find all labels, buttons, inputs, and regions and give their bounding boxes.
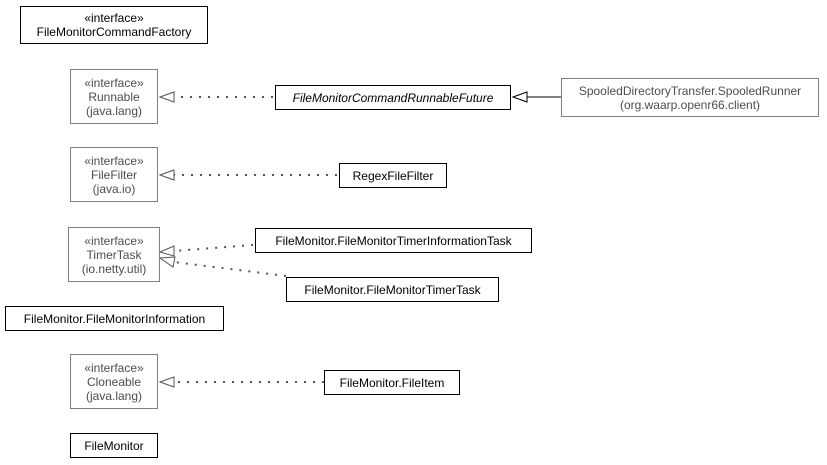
stereotype-label: «interface» bbox=[84, 153, 144, 168]
class-name: RegexFileFilter bbox=[352, 168, 434, 183]
node-timer-information-task[interactable]: FileMonitor.FileMonitorTimerInformationT… bbox=[255, 228, 532, 253]
package-label: (java.io) bbox=[92, 181, 136, 196]
node-file-item[interactable]: FileMonitor.FileItem bbox=[324, 370, 460, 395]
class-name: FileMonitor.FileMonitorTimerInformationT… bbox=[275, 233, 512, 248]
class-name: FileMonitor bbox=[84, 438, 144, 453]
stereotype-label: «interface» bbox=[84, 360, 144, 375]
node-regex-file-filter[interactable]: RegexFileFilter bbox=[339, 163, 447, 188]
class-name: FileMonitor.FileMonitorTimerTask bbox=[304, 282, 481, 297]
arrowhead-future bbox=[511, 91, 528, 103]
node-timer-task[interactable]: «interface» TimerTask (io.netty.util) bbox=[68, 227, 160, 282]
class-name: FileFilter bbox=[90, 167, 137, 182]
class-name: FileMonitorCommandRunnableFuture bbox=[292, 90, 494, 105]
edge-infotask-to-timertask bbox=[173, 244, 254, 252]
stereotype-label: «interface» bbox=[84, 11, 144, 25]
class-name: TimerTask bbox=[86, 247, 142, 262]
class-name: Runnable bbox=[88, 89, 140, 104]
class-name: Cloneable bbox=[86, 374, 142, 389]
arrowhead-filefilter bbox=[158, 169, 175, 181]
node-file-monitor-command-runnable-future[interactable]: FileMonitorCommandRunnableFuture bbox=[275, 85, 511, 110]
arrowhead-timertask-1 bbox=[158, 245, 175, 257]
node-file-filter[interactable]: «interface» FileFilter (java.io) bbox=[70, 147, 158, 202]
class-name: FileMonitorCommandFactory bbox=[36, 25, 192, 39]
stereotype-label: «interface» bbox=[84, 75, 144, 90]
node-cloneable[interactable]: «interface» Cloneable (java.lang) bbox=[70, 354, 158, 409]
stereotype-label: «interface» bbox=[84, 233, 144, 248]
arrowhead-runnable bbox=[158, 91, 175, 103]
class-name: SpooledDirectoryTransfer.SpooledRunner bbox=[578, 83, 802, 98]
class-name: FileMonitor.FileMonitorInformation bbox=[23, 311, 206, 326]
node-spooled-runner[interactable]: SpooledDirectoryTransfer.SpooledRunner (… bbox=[561, 78, 819, 117]
package-label: (java.lang) bbox=[85, 388, 143, 403]
node-runnable[interactable]: «interface» Runnable (java.lang) bbox=[70, 69, 158, 124]
node-timer-task-impl[interactable]: FileMonitor.FileMonitorTimerTask bbox=[286, 277, 499, 302]
node-file-monitor-information[interactable]: FileMonitor.FileMonitorInformation bbox=[5, 306, 224, 331]
arrowhead-cloneable bbox=[158, 376, 175, 388]
edge-timertaskimpl-to-timertask bbox=[173, 261, 287, 277]
node-file-monitor-command-factory[interactable]: «interface» FileMonitorCommandFactory bbox=[20, 6, 208, 44]
node-file-monitor[interactable]: FileMonitor bbox=[70, 433, 158, 458]
package-label: (java.lang) bbox=[85, 103, 143, 118]
class-name: FileMonitor.FileItem bbox=[339, 375, 445, 390]
package-label: (io.netty.util) bbox=[81, 261, 147, 276]
arrowhead-timertask-2 bbox=[158, 256, 176, 268]
package-label: (org.waarp.openr66.client) bbox=[619, 97, 761, 112]
